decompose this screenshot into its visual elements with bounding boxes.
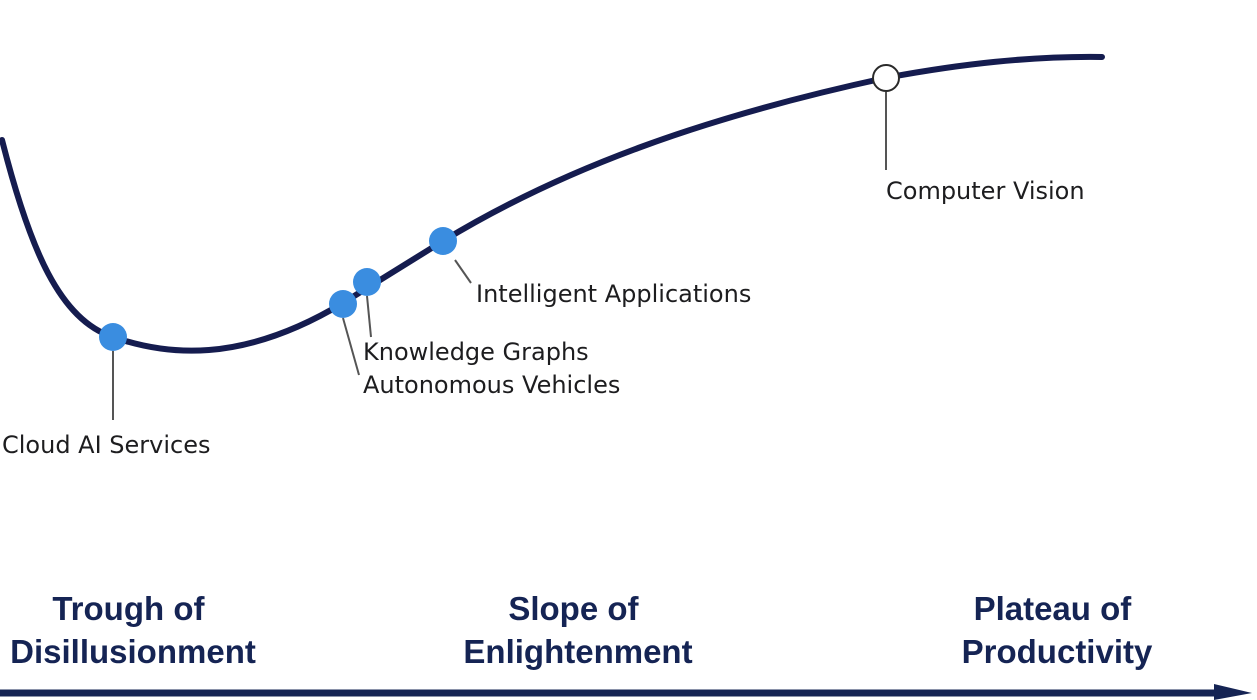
phase-label-trough: Trough of Disillusionment: [10, 590, 256, 670]
marker-knowledge-graphs: [353, 268, 381, 296]
marker-autonomous-vehicles: [329, 290, 357, 318]
label-intelligent-applications: Intelligent Applications: [476, 280, 751, 308]
hype-cycle-curve: [0, 53, 1105, 354]
label-autonomous-vehicles: Autonomous Vehicles: [363, 371, 620, 399]
axis-arrowhead: [1214, 684, 1252, 700]
marker-cloud-ai-services: [99, 323, 127, 351]
label-knowledge-graphs: Knowledge Graphs: [363, 338, 589, 366]
phase-label-plateau: Plateau of Productivity: [962, 590, 1153, 670]
label-computer-vision: Computer Vision: [886, 177, 1085, 205]
label-cloud-ai-services: Cloud AI Services: [2, 431, 211, 459]
leader-line-autonomous-vehicles: [342, 317, 360, 376]
marker-computer-vision: [872, 64, 900, 92]
leader-line-intelligent-applications: [454, 259, 472, 284]
leader-line-knowledge-graphs: [366, 295, 372, 338]
phase-label-slope: Slope of Enlightenment: [463, 590, 692, 670]
marker-intelligent-applications: [429, 227, 457, 255]
